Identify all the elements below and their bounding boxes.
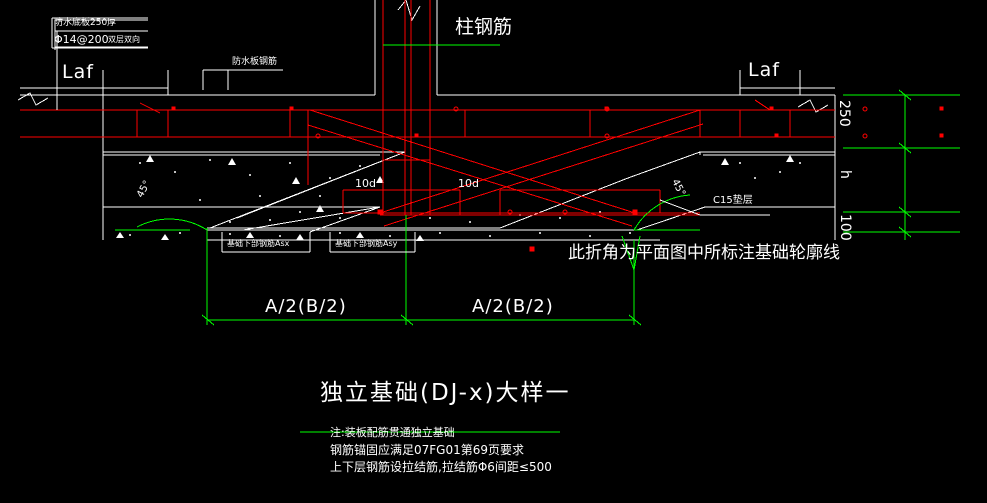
waterproof-slab-rebar-label: 防水板钢筋 bbox=[232, 57, 278, 67]
bend-left-label: 10d bbox=[355, 177, 376, 190]
cushion-label: C15垫层 bbox=[713, 195, 753, 206]
note-line-2: 钢筋锚固应满足07FG01第69页要求 bbox=[330, 443, 525, 457]
concrete-outline-group bbox=[17, 0, 836, 241]
dimension-h: h bbox=[837, 170, 853, 179]
dimension-a2-left: A/2(B/2) bbox=[265, 296, 347, 317]
bottom-rebar-y-label: 基础下部钢筋Asy bbox=[335, 239, 398, 248]
dimension-250: 250 bbox=[836, 100, 852, 127]
note-line-3: 上下层钢筋设拉结筋,拉结筋Φ6间距≤500 bbox=[330, 460, 552, 474]
dimension-a2-right: A/2(B/2) bbox=[472, 296, 554, 317]
slab-note-line1: 防水底板250厚 bbox=[54, 18, 117, 28]
slab-note-line3: 双层双向 bbox=[108, 35, 140, 44]
drawing-title: 独立基础(DJ-x)大样一 bbox=[320, 380, 571, 406]
leader-lines bbox=[20, 17, 835, 253]
note-line-1: 注:装板配筋贯通独立基础 bbox=[330, 426, 455, 439]
rebar-group bbox=[20, 0, 835, 227]
bottom-rebar-x-label: 基础下部钢筋Asx bbox=[227, 239, 290, 248]
column-rebar-label: 柱钢筋 bbox=[455, 16, 513, 38]
anchorage-left-label: Laf bbox=[62, 61, 94, 83]
bend-right-label: 10d bbox=[458, 177, 479, 190]
dimension-100: 100 bbox=[837, 214, 853, 241]
rebar-section-dots bbox=[171, 106, 944, 252]
anchorage-right-label: Laf bbox=[748, 59, 780, 81]
slab-note-line2: Φ14@200 bbox=[54, 33, 109, 46]
outline-note-label: 此折角为平面图中所标注基础轮廓线 bbox=[568, 243, 840, 263]
concrete-hatch bbox=[116, 155, 801, 241]
